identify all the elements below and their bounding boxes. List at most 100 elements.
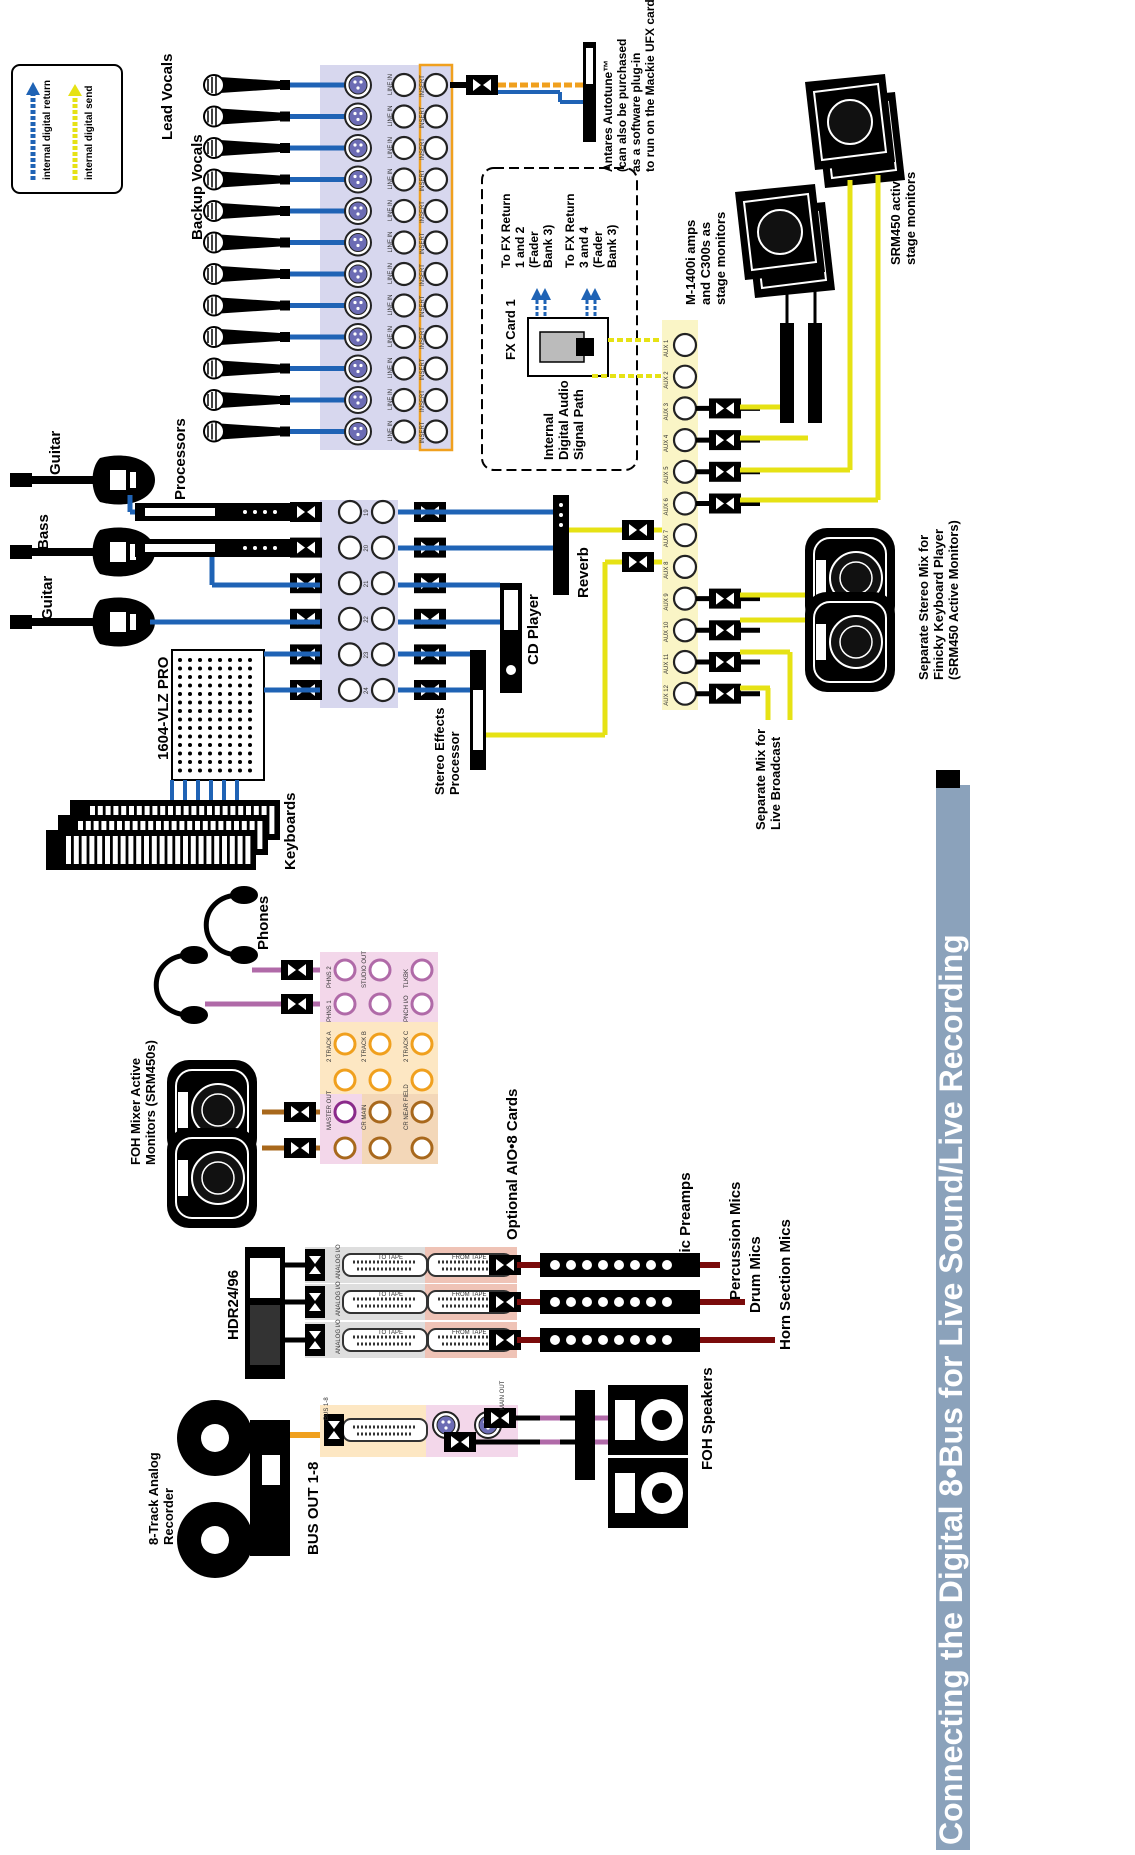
keyboard-key (128, 836, 133, 864)
insert-label: INSERT (420, 295, 426, 317)
mixer-knob (228, 684, 232, 688)
mixer-knob (198, 743, 202, 747)
mixer-knob (218, 667, 222, 671)
analog-io-label: ANALOG I/O (336, 1281, 342, 1316)
legend: internal digital return internal digital… (12, 65, 122, 193)
mixer-knob (248, 718, 252, 722)
mixer-knob (178, 718, 182, 722)
autotune-line: (can also be purchased (615, 39, 629, 172)
channel-jack-b (372, 679, 394, 701)
rear-port-label: 2 TRACK C (404, 1030, 410, 1062)
channel-jack-b (372, 643, 394, 665)
aux-jack (674, 493, 696, 515)
microphone-icon (204, 233, 290, 253)
aux-label: AUX 5 (664, 466, 670, 484)
insert-label: INSERT (420, 390, 426, 412)
insert-label: INSERT (420, 201, 426, 223)
keyboard-key (144, 836, 149, 864)
mixer-knob (188, 658, 192, 662)
keyboard-key (160, 836, 165, 864)
xlr-jack (345, 104, 371, 130)
mixer-knob (238, 726, 242, 730)
bus-out-label: BUS OUT 1-8 (305, 1462, 322, 1555)
fx-return-12-line: To FX Return (499, 194, 513, 268)
from-tape-label: FROM TAPE (452, 1330, 486, 1336)
mixer-knob (198, 760, 202, 764)
rear-port-label: CR NEAR FIELD (404, 1084, 410, 1130)
mixer-knob (238, 718, 242, 722)
mixer-knob (228, 726, 232, 730)
channel-jack-b (372, 501, 394, 523)
foh-speakers (575, 1385, 688, 1528)
line-in-label: LINE IN (388, 74, 394, 95)
aux-label: AUX 3 (664, 402, 670, 420)
keyboard-key (214, 836, 219, 864)
mixer-1604 (172, 650, 320, 800)
xlr-jack (345, 261, 371, 287)
mixer-knob (208, 667, 212, 671)
bus-port-label: BUS 1-8 (324, 1397, 330, 1420)
keyboard-mix-line: Finicky Keyboard Player (931, 529, 946, 680)
microphone-icon (204, 327, 290, 347)
keyboard-key (269, 806, 274, 834)
mixer-knob (228, 675, 232, 679)
mixer-knob (198, 658, 202, 662)
insert-label: INSERT (420, 327, 426, 349)
line-in-jack (393, 295, 415, 317)
keyboard-key (257, 821, 262, 849)
mixer-knob (228, 709, 232, 713)
aux-connector (709, 620, 741, 640)
mixer-knob (218, 701, 222, 705)
mixer-knob (248, 709, 252, 713)
preamp-input (582, 1260, 592, 1270)
mixer-knob (228, 692, 232, 696)
mixer-knob (248, 701, 252, 705)
mixer-knob (178, 752, 182, 756)
insert-label: INSERT (420, 75, 426, 97)
keyboard-key (167, 836, 172, 864)
aux-label: AUX 4 (664, 434, 670, 452)
rear-port-label: 2 TRACK B (362, 1031, 368, 1062)
broadcast-label-line: Live Broadcast (768, 736, 783, 830)
preamp-input (662, 1335, 672, 1345)
rear-jack (335, 994, 355, 1014)
mixer-knob (178, 658, 182, 662)
mixer-knob (228, 769, 232, 773)
mixer-knob (198, 701, 202, 705)
mixer-knob (238, 709, 242, 713)
xlr-jack (345, 198, 371, 224)
channel-number: 20 (364, 544, 370, 551)
line-in-label: LINE IN (388, 137, 394, 158)
line-in-jack (393, 232, 415, 254)
line-in-label: LINE IN (388, 168, 394, 189)
mixer-knob (178, 667, 182, 671)
foh-monitors-label: FOH Mixer ActiveMonitors (SRM450s) (128, 1040, 158, 1165)
aux-label: AUX 2 (664, 371, 670, 389)
mixer-knob (238, 743, 242, 747)
aux-label: AUX 6 (664, 497, 670, 515)
fx-return-34-line: 3 and 4 (577, 226, 591, 268)
line-in-label: LINE IN (388, 294, 394, 315)
mixer-knob (188, 769, 192, 773)
from-tape-label: FROM TAPE (452, 1255, 486, 1261)
keyboard-key (191, 836, 196, 864)
mic-preamps-label: Mic Preamps (677, 1172, 694, 1265)
rear-jack (335, 1034, 355, 1054)
insert-jack (425, 263, 447, 285)
aux-label: AUX 9 (664, 593, 670, 611)
fx-return-12-line: 1 and 2 (513, 226, 527, 268)
mixer-knob (208, 701, 212, 705)
preamp-input (582, 1297, 592, 1307)
cd-player-label: CD Player (525, 594, 542, 665)
autotune-label: Antares Autotune™(can also be purchaseda… (601, 0, 657, 172)
percussion-mics-label: Percussion Mics (727, 1182, 744, 1300)
mixer-knob (248, 726, 252, 730)
aux-jack (674, 334, 696, 356)
insert-jack (425, 200, 447, 222)
mixer-knob (238, 701, 242, 705)
channel-jack-a (339, 608, 361, 630)
line-in-label: LINE IN (388, 105, 394, 126)
preamp-input (582, 1335, 592, 1345)
analog-io-label: ANALOG I/O (336, 1319, 342, 1354)
mixer-knob (238, 769, 242, 773)
